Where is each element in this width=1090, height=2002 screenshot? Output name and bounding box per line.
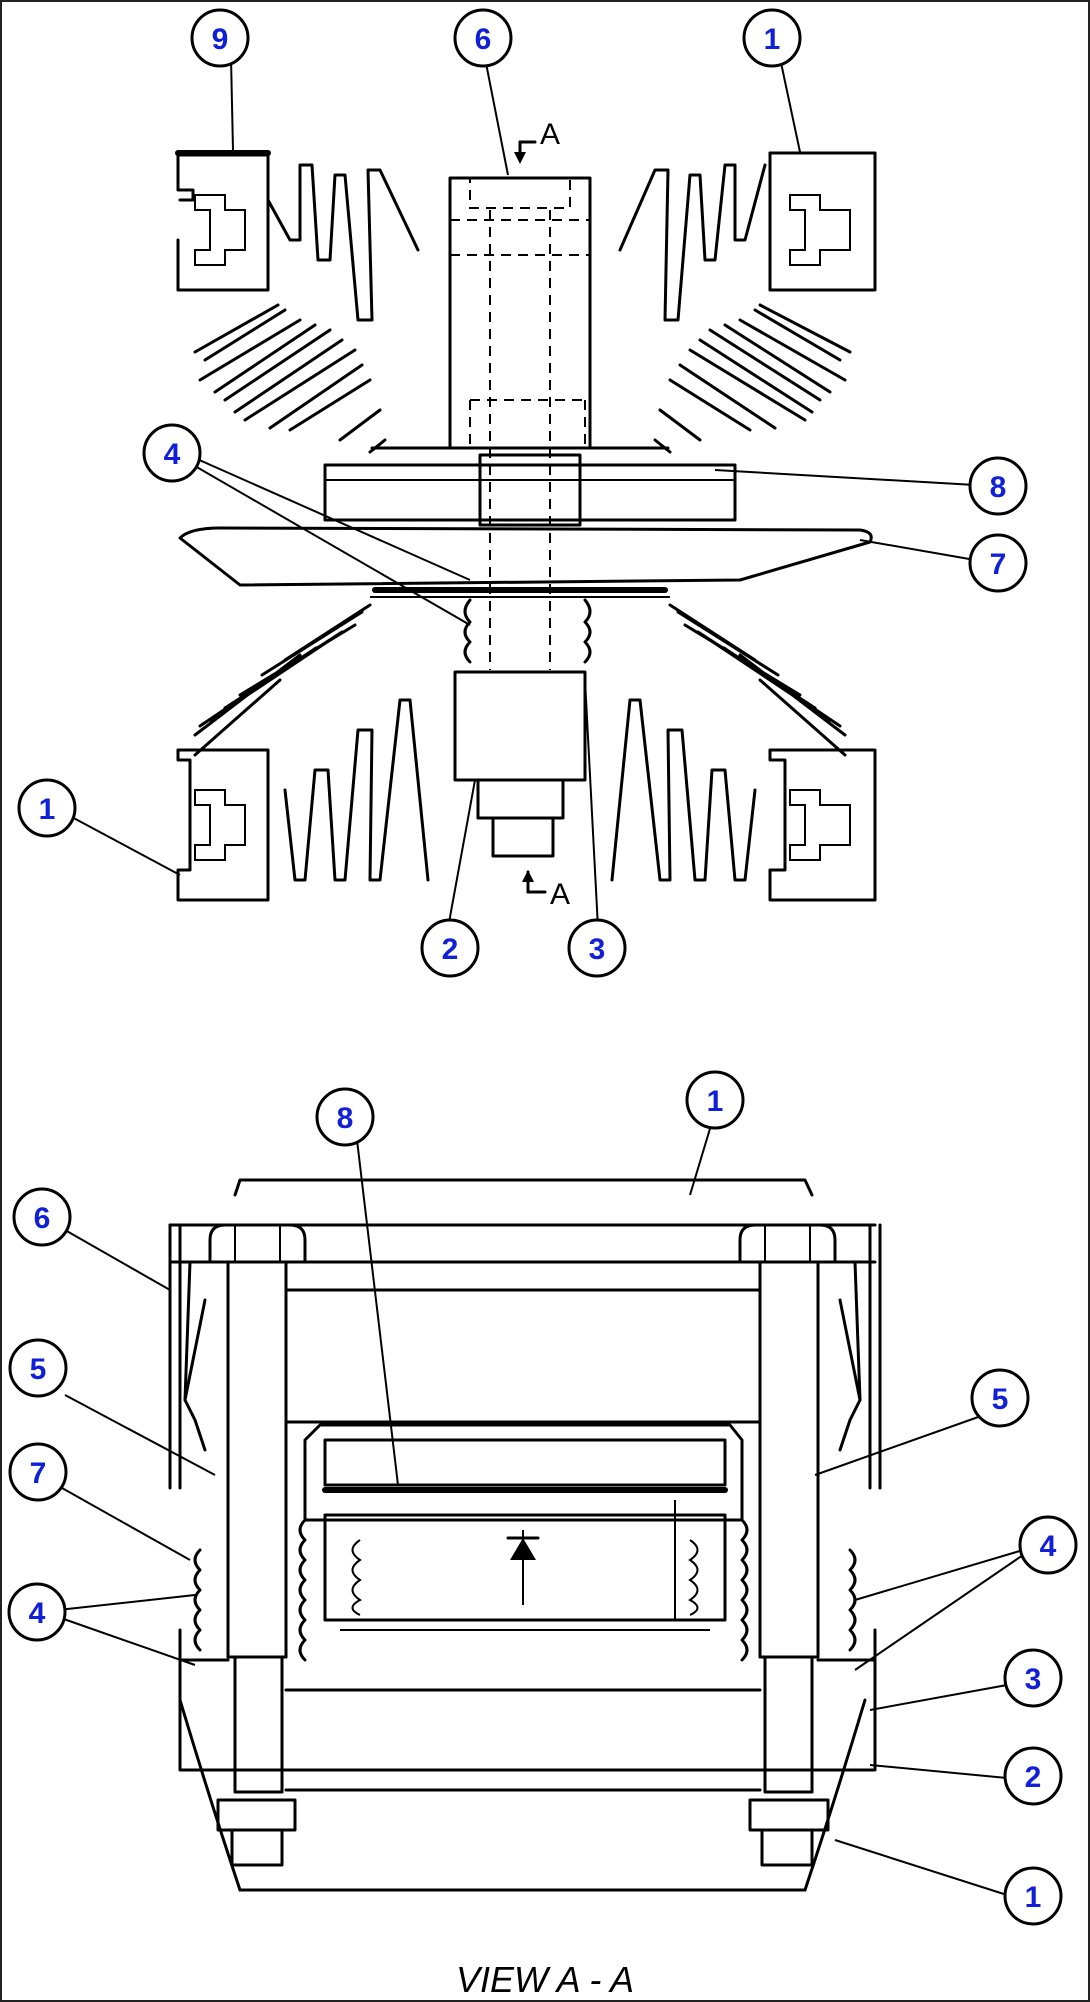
callout-2-section: 2 <box>1003 1746 1063 1806</box>
svg-text:1: 1 <box>764 23 781 56</box>
svg-text:8: 8 <box>990 471 1007 504</box>
callout-1-section-top: 1 <box>685 1070 745 1130</box>
svg-text:2: 2 <box>442 933 459 966</box>
svg-text:5: 5 <box>992 1383 1009 1416</box>
svg-text:1: 1 <box>707 1085 724 1118</box>
callout-2-top: 2 <box>420 918 480 978</box>
callout-8-top: 8 <box>968 456 1028 516</box>
svg-text:1: 1 <box>39 793 56 826</box>
callout-9-top: 9 <box>190 8 250 68</box>
section-view: VIEW A - A <box>57 1121 1024 2000</box>
svg-text:2: 2 <box>1025 1761 1042 1794</box>
callout-1-section-bottom: 1 <box>1003 1866 1063 1926</box>
top-view: A A <box>67 57 976 929</box>
svg-text:8: 8 <box>337 1102 354 1135</box>
callout-1-top-right: 1 <box>742 8 802 68</box>
section-mark-bottom: A <box>550 878 570 911</box>
callout-5-section-right: 5 <box>970 1368 1030 1428</box>
callout-4-section-right: 4 <box>1018 1515 1078 1575</box>
svg-text:3: 3 <box>589 933 606 966</box>
svg-text:6: 6 <box>475 23 492 56</box>
svg-text:4: 4 <box>1040 1530 1057 1563</box>
callout-4-section-left: 4 <box>7 1582 67 1642</box>
callout-7-top: 7 <box>968 533 1028 593</box>
svg-text:7: 7 <box>30 1457 47 1490</box>
svg-text:1: 1 <box>1025 1881 1042 1914</box>
svg-text:4: 4 <box>164 438 181 471</box>
callout-6-top: 6 <box>453 8 513 68</box>
svg-text:6: 6 <box>34 1202 51 1235</box>
callout-1-top-left: 1 <box>17 778 77 838</box>
svg-text:4: 4 <box>29 1597 46 1630</box>
view-caption: VIEW A - A <box>456 1959 634 2000</box>
callout-3-section: 3 <box>1003 1648 1063 1708</box>
callout-7-section: 7 <box>8 1442 68 1502</box>
callout-5-section-left: 5 <box>8 1338 68 1398</box>
svg-text:3: 3 <box>1025 1663 1042 1696</box>
callout-3-top: 3 <box>567 918 627 978</box>
callout-6-section: 6 <box>12 1187 72 1247</box>
callout-8-section: 8 <box>315 1087 375 1147</box>
svg-text:9: 9 <box>212 23 229 56</box>
section-mark-top: A <box>540 118 560 151</box>
svg-text:5: 5 <box>30 1353 47 1386</box>
svg-text:7: 7 <box>990 548 1007 581</box>
callout-4-top: 4 <box>142 423 202 483</box>
